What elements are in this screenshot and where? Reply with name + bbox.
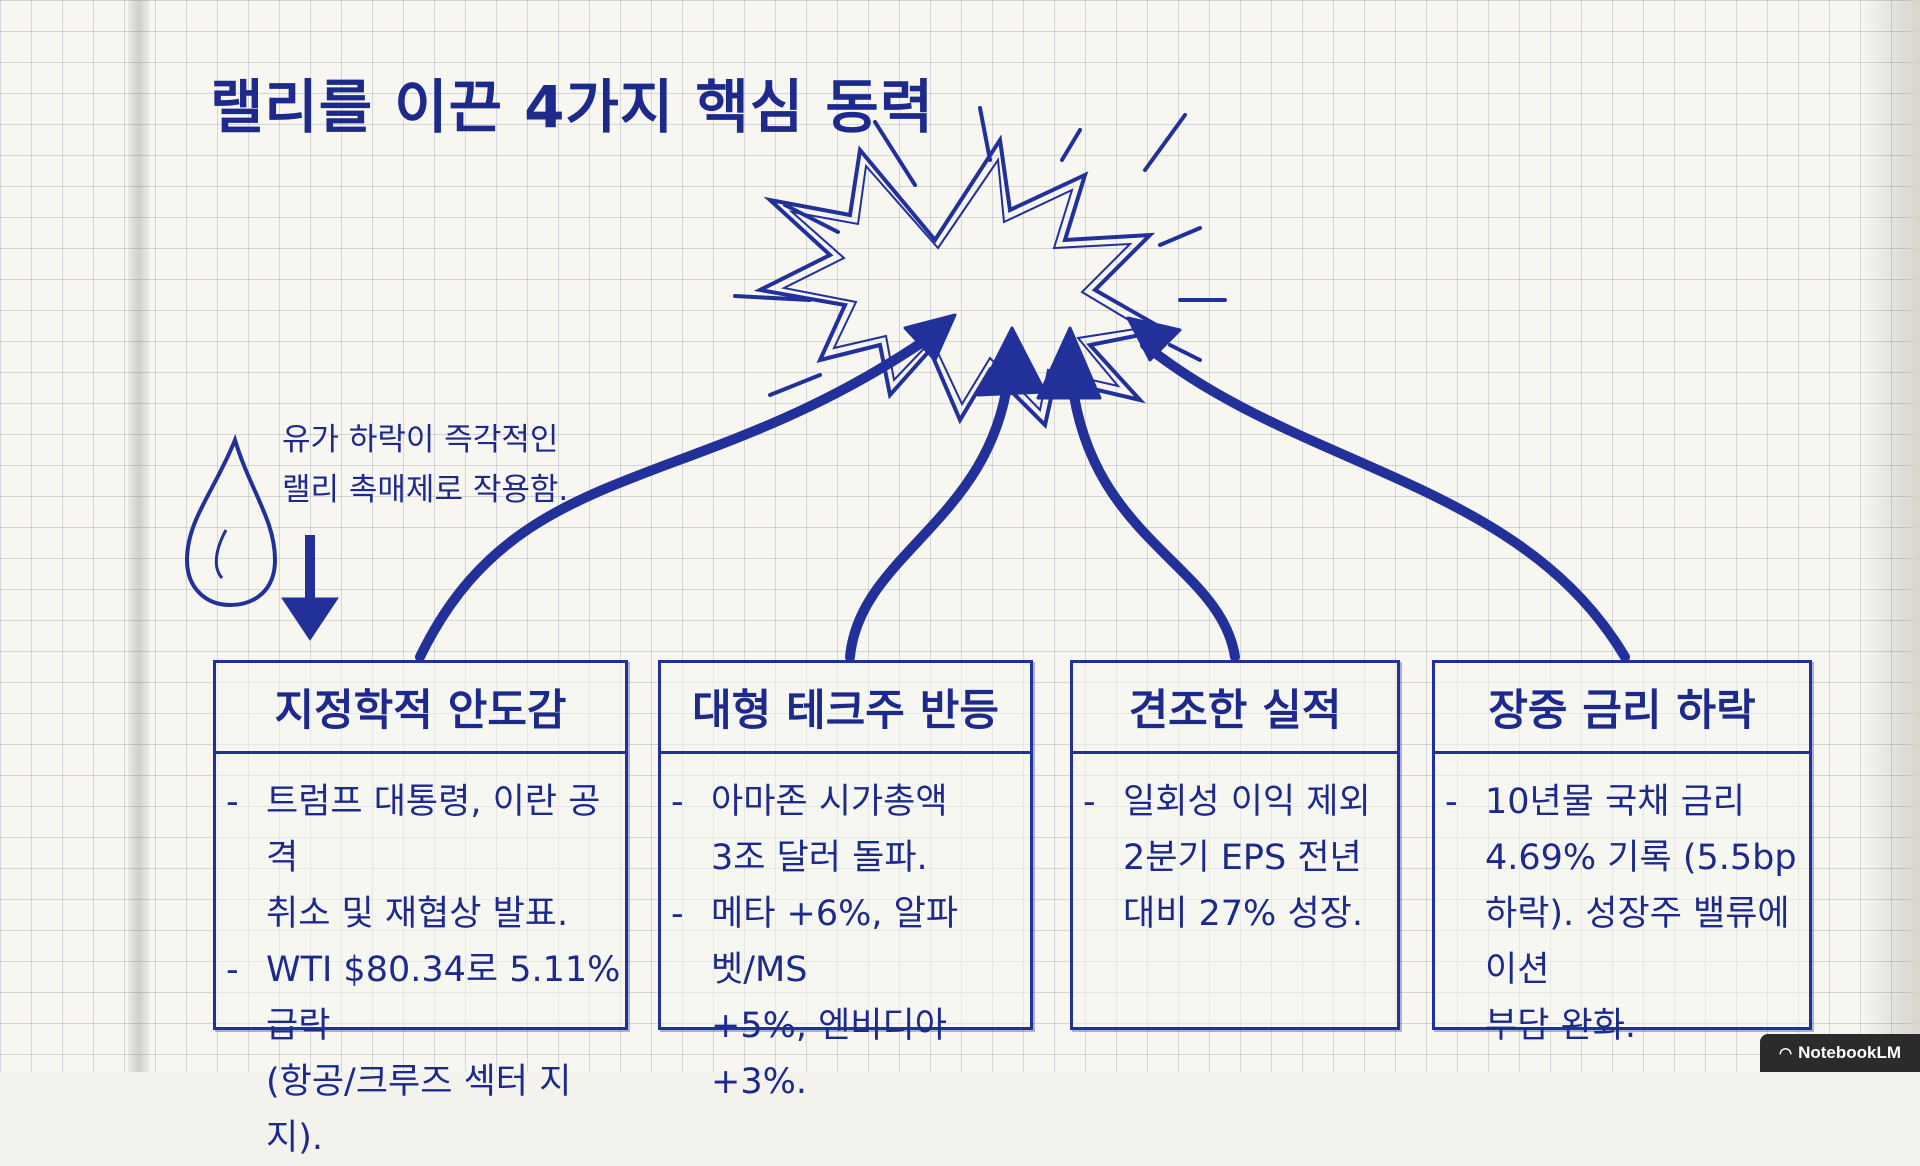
starburst-icon	[753, 134, 1171, 429]
card-body: - 일회성 이익 제외 2분기 EPS 전년 대비 27% 성장.	[1073, 754, 1397, 942]
notebook-binding-shadow	[128, 0, 150, 1072]
card-heading: 장중 금리 하락	[1435, 663, 1809, 754]
page-title: 랠리를 이끈 4가지 핵심 동력	[210, 73, 935, 141]
bullet-line: 2분기 EPS 전년	[1123, 838, 1362, 878]
spark-lines	[733, 106, 1227, 397]
oil-drop-icon	[184, 433, 278, 608]
card-body: - 트럼프 대통령, 이란 공격 취소 및 재협상 발표. - WTI $80.…	[216, 754, 625, 1166]
card-solid-earnings: 견조한 실적 - 일회성 이익 제외 2분기 EPS 전년 대비 27% 성장.	[1070, 660, 1400, 1030]
bullet-line: 10년물 국채 금리	[1485, 782, 1745, 822]
bullet-dash: -	[671, 782, 684, 822]
bullet-dash: -	[1083, 782, 1096, 822]
oil-drop-note-line2: 랠리 촉매제로 작용함.	[282, 472, 569, 508]
card-geopolitical-relief: 지정학적 안도감 - 트럼프 대통령, 이란 공격 취소 및 재협상 발표. -…	[213, 660, 628, 1158]
bullet-dash: -	[671, 894, 684, 934]
brand-label: NotebookLM	[1798, 1043, 1902, 1062]
oil-drop-note: 유가 하락이 즉각적인 랠리 촉매제로 작용함.	[282, 415, 568, 515]
card-heading: 대형 테크주 반등	[661, 663, 1030, 754]
bullet-dash: -	[226, 950, 239, 990]
bullet-item: - 10년물 국채 금리 4.69% 기록 (5.5bp 하락). 성장주 밸류…	[1445, 774, 1809, 1054]
bullet-line: 일회성 이익 제외	[1123, 782, 1371, 822]
bullet-line: +5%, 엔비디아 +3%.	[711, 1006, 947, 1102]
bullet-line: 메타 +6%, 알파벳/MS	[711, 894, 959, 990]
notebooklm-badge[interactable]: ◠ NotebookLM	[1760, 1034, 1920, 1072]
notebooklm-logo-icon: ◠	[1778, 1045, 1793, 1062]
bullet-dash: -	[226, 782, 239, 822]
oil-drop-note-line1: 유가 하락이 즉각적인	[282, 422, 559, 458]
bullet-line: 취소 및 재협상 발표.	[266, 894, 569, 934]
bullet-item: - 아마존 시가총액 3조 달러 돌파.	[671, 774, 1030, 886]
bullet-item: - 일회성 이익 제외 2분기 EPS 전년 대비 27% 성장.	[1083, 774, 1397, 942]
bullet-line: 부담 완화.	[1485, 1006, 1637, 1046]
card-heading: 지정학적 안도감	[216, 663, 625, 754]
diagram-drawing	[184, 106, 1630, 662]
card-intraday-yield-decline: 장중 금리 하락 - 10년물 국채 금리 4.69% 기록 (5.5bp 하락…	[1432, 660, 1812, 1046]
bullet-line: (항공/크루즈 섹터 지지).	[266, 1062, 572, 1158]
bullet-dash: -	[1445, 782, 1458, 822]
bullet-line: 3조 달러 돌파.	[711, 838, 928, 878]
card-body: - 아마존 시가총액 3조 달러 돌파. - 메타 +6%, 알파벳/MS +5…	[661, 754, 1030, 1110]
card-big-tech-rebound: 대형 테크주 반등 - 아마존 시가총액 3조 달러 돌파. - 메타 +6%,…	[658, 660, 1033, 1102]
notebook-page-edge	[1860, 0, 1920, 1072]
bullet-item: - 트럼프 대통령, 이란 공격 취소 및 재협상 발표.	[226, 774, 625, 942]
bullet-line: 하락). 성장주 밸류에이션	[1485, 894, 1790, 990]
bullet-line: WTI $80.34로 5.11% 급락	[266, 950, 621, 1046]
bullet-line: 대비 27% 성장.	[1123, 894, 1363, 934]
bullet-line: 트럼프 대통령, 이란 공격	[266, 782, 601, 878]
down-arrow-icon	[281, 535, 339, 641]
bullet-line: 아마존 시가총액	[711, 782, 948, 822]
card-heading: 견조한 실적	[1073, 663, 1397, 754]
arrow-shafts	[415, 325, 1630, 662]
bullet-item: - 메타 +6%, 알파벳/MS +5%, 엔비디아 +3%.	[671, 886, 1030, 1110]
bullet-line: 4.69% 기록 (5.5bp	[1485, 838, 1797, 878]
arrow-heads	[903, 313, 1182, 400]
card-body: - 10년물 국채 금리 4.69% 기록 (5.5bp 하락). 성장주 밸류…	[1435, 754, 1809, 1054]
bullet-item: - WTI $80.34로 5.11% 급락 (항공/크루즈 섹터 지지).	[226, 942, 625, 1166]
